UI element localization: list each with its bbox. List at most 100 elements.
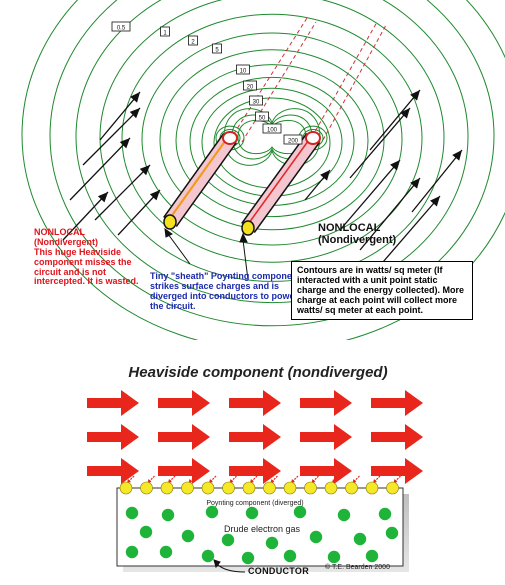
- heaviside-arrow: [229, 424, 281, 450]
- heaviside-arrow: [300, 458, 352, 484]
- surface-charge: [160, 475, 176, 495]
- heaviside-arrow: [229, 458, 281, 484]
- dashed-field-lines: [229, 17, 387, 143]
- electron-gas-label: Drude electron gas: [224, 524, 301, 534]
- left-conductor-tip: [222, 131, 238, 145]
- contour-label: 30: [249, 95, 263, 106]
- contour-line: [141, 32, 403, 246]
- flow-arrow: [94, 164, 151, 221]
- electron: [293, 505, 307, 519]
- heaviside-arrow: [158, 390, 210, 416]
- contour-label-text: 0.5: [117, 26, 126, 32]
- poynting-label: Poynting component (diverged): [206, 500, 303, 507]
- flow-arrow: [117, 189, 161, 236]
- contour-label-text: 30: [253, 100, 260, 106]
- flow-arrow: [69, 137, 131, 201]
- heaviside-arrow: [87, 458, 139, 484]
- electron: [221, 533, 235, 547]
- nonlocal-right-note: NONLOCAL (Nondivergent): [318, 222, 468, 246]
- heaviside-arrow: [158, 458, 210, 484]
- surface-charge: [201, 475, 217, 495]
- electron: [125, 506, 139, 520]
- surface-charge: [365, 475, 381, 495]
- electron: [201, 549, 215, 563]
- right-conductor: [241, 131, 321, 236]
- heaviside-arrow: [371, 390, 423, 416]
- flow-arrow: [82, 107, 141, 166]
- heaviside-arrow: [300, 424, 352, 450]
- heaviside-conductor-diagram: Heaviside component (nondiverged) Poynti…: [87, 364, 423, 573]
- contour-label-text: 50: [259, 116, 266, 122]
- right-conductor-end-charge: [241, 220, 255, 236]
- drude-electrons: [125, 505, 399, 565]
- surface-charge: [242, 475, 258, 495]
- nonlocal-left-subtitle: (Nondivergent): [34, 236, 98, 247]
- contour-line: [21, 0, 505, 340]
- contour-line: [75, 0, 469, 304]
- contour-label: 100: [262, 123, 282, 134]
- heaviside-arrow: [87, 390, 139, 416]
- electron: [139, 525, 153, 539]
- surface-charge: [181, 475, 196, 495]
- contour-label: 20: [243, 80, 257, 91]
- annotation-pointer-arrows: [164, 227, 249, 281]
- heaviside-arrow: [300, 390, 352, 416]
- electron: [283, 549, 297, 563]
- copyright-notice: © T.E. Bearden 2000: [325, 564, 390, 571]
- heaviside-arrows: [87, 390, 423, 484]
- electron: [159, 545, 173, 559]
- flow-arrow: [99, 91, 141, 141]
- contour-label: 1: [160, 26, 170, 37]
- heaviside-arrow: [87, 424, 139, 450]
- electron: [265, 536, 279, 550]
- contour-label-text: 2: [191, 40, 195, 46]
- surface-charge: [222, 475, 237, 495]
- contour-line: [159, 49, 385, 231]
- electron: [327, 550, 341, 564]
- contour-line: [175, 64, 369, 218]
- contour-label: 200: [283, 134, 303, 145]
- flow-arrow: [349, 107, 411, 179]
- electron: [181, 529, 195, 543]
- left-conductor: [163, 131, 238, 230]
- contour-label: 2: [188, 35, 198, 46]
- heaviside-title: Heaviside component (nondiverged): [128, 364, 387, 381]
- electron: [378, 507, 392, 521]
- electron: [309, 530, 323, 544]
- contour-line: [49, 0, 495, 327]
- electron: [241, 551, 255, 565]
- heaviside-arrow: [371, 458, 423, 484]
- contour-units-box: Contours are in watts/ sq meter (If inte…: [291, 261, 473, 321]
- electron: [365, 549, 379, 563]
- surface-charge: [140, 475, 155, 495]
- surface-charge: [283, 475, 299, 495]
- conductor-label: CONDUCTOR: [248, 566, 310, 576]
- heaviside-arrow: [158, 424, 210, 450]
- flow-arrow: [369, 89, 421, 151]
- sheath-poynting-note: Tiny "sheath" Poynting component strikes…: [150, 271, 301, 311]
- surface-charge: [304, 475, 319, 495]
- heaviside-arrow: [229, 390, 281, 416]
- heaviside-flow-arrows: [62, 89, 463, 263]
- electron: [205, 505, 219, 519]
- contour-label: 0.5: [111, 21, 131, 32]
- right-conductor-tip: [305, 131, 321, 145]
- contour-label-text: 20: [247, 85, 254, 91]
- flow-arrow: [339, 159, 401, 231]
- contour-label: 10: [236, 64, 250, 75]
- contour-label-text: 10: [240, 69, 247, 75]
- contour-line: [99, 0, 445, 282]
- flow-arrow: [411, 149, 463, 213]
- electron: [125, 545, 139, 559]
- flow-arrow: [359, 177, 421, 251]
- nonlocal-left-title: NONLOCAL: [34, 227, 85, 237]
- nonlocal-left-body: This huge Heaviside component misses the…: [34, 246, 139, 287]
- contour-label: 5: [212, 43, 222, 54]
- surface-charge: [119, 475, 135, 495]
- electron: [337, 508, 351, 522]
- nonlocal-right-title: NONLOCAL: [318, 222, 381, 234]
- contour-label: 50: [255, 111, 269, 122]
- electron: [161, 508, 175, 522]
